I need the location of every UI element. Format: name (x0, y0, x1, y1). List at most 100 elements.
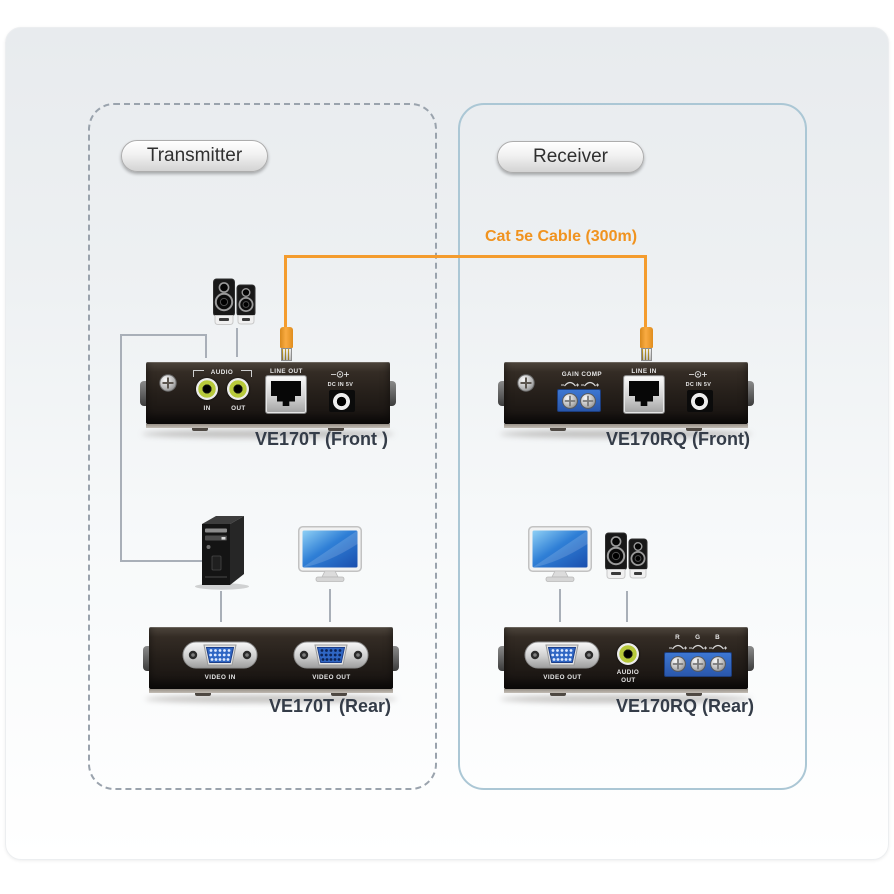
speaker-to-audio-out-line (626, 591, 628, 622)
dc-polarity-icon (689, 371, 707, 378)
device-base (504, 424, 748, 428)
device-foot (550, 428, 566, 431)
audio-bracket-left (193, 370, 204, 377)
device-base (504, 689, 748, 693)
device-shadow (500, 695, 752, 703)
video-out-label: VIDEO OUT (542, 673, 582, 681)
ve170t-front-faceplate: AUDIO IN OUT LINE OUT DC IN 5V (146, 362, 390, 424)
line-in-rj45-port (623, 375, 665, 414)
audio-group-label: AUDIO (210, 368, 234, 376)
rgb-b-label: B (715, 633, 721, 641)
audio-out-jack (227, 378, 249, 400)
ve170rq-front-device: GAIN COMP LINE IN (498, 355, 754, 438)
phillips-screw-icon (670, 656, 686, 672)
audio-out-label: OUT (230, 404, 246, 412)
dc-in-label: DC IN 5V (685, 381, 711, 388)
cat5e-cable-horizontal (284, 255, 647, 258)
device-base (149, 689, 393, 693)
vga-port (524, 641, 600, 669)
trimmer-arc-icon (669, 644, 687, 650)
pc-audio-line-bottom (120, 560, 202, 562)
trimmer-arc-icon (561, 381, 579, 387)
phillips-screw-icon (710, 656, 726, 672)
device-base (146, 424, 390, 428)
line-out-label: LINE OUT (269, 367, 303, 375)
ve170rq-rear-label: VE170RQ (Rear) (615, 696, 754, 716)
dc-power-jack (687, 390, 713, 412)
audio-out-label-line2: OUT (620, 676, 636, 684)
speakers-icon (605, 532, 648, 579)
device-foot (550, 693, 566, 696)
screw-icon (159, 374, 177, 392)
pc-to-video-in-line (220, 591, 222, 622)
ve170rq-rear-faceplate: VIDEO OUT AUDIO OUT R G B (504, 627, 748, 689)
ve170t-rear-label: VE170T (Rear) (268, 696, 391, 716)
vga-port (293, 641, 369, 669)
monitor-icon (298, 526, 362, 582)
mounting-ear (498, 646, 507, 671)
line-in-label: LINE IN (631, 367, 657, 375)
trimmer-arc-icon (689, 644, 707, 650)
phillips-screw-icon (562, 392, 578, 409)
mounting-ear (745, 646, 754, 671)
ve170rq-front-label: VE170RQ (Front) (605, 429, 750, 449)
ve170t-rear-device: VIDEO IN VIDEO OUT (143, 620, 399, 703)
pc-audio-line-to-jack (205, 334, 207, 358)
ve170rq-front-faceplate: GAIN COMP LINE IN (504, 362, 748, 424)
device-foot (686, 693, 702, 696)
device-foot (686, 428, 702, 431)
audio-out-jack (617, 643, 639, 665)
screw-icon (517, 374, 535, 392)
speakers-icon (213, 278, 256, 325)
transmitter-zone-box (88, 103, 437, 790)
device-shadow (500, 430, 752, 438)
audio-in-jack (196, 378, 218, 400)
computer-tower-icon (195, 516, 249, 590)
pc-audio-line-vertical (120, 334, 122, 562)
trimmer-arc-icon (709, 644, 727, 650)
audio-bracket-right (241, 370, 252, 377)
line-out-rj45-port (265, 375, 307, 414)
rj45-plug-icon (278, 327, 294, 361)
monitor-to-video-out-line (559, 589, 561, 622)
phillips-screw-icon (580, 392, 596, 409)
mounting-ear (140, 381, 149, 406)
gain-label: GAIN (561, 370, 579, 378)
vga-port (182, 641, 258, 669)
cable-label: Cat 5e Cable (300m) (484, 228, 638, 245)
speaker-to-audio-out-line (236, 328, 238, 357)
audio-in-label: IN (203, 404, 211, 412)
receiver-zone-box (458, 103, 807, 790)
comp-label: COMP (581, 370, 603, 378)
audio-out-label-line1: AUDIO (616, 668, 640, 676)
dc-polarity-icon (331, 371, 349, 378)
dc-in-label: DC IN 5V (327, 381, 353, 388)
mounting-ear (387, 381, 396, 406)
receiver-title: Receiver (533, 146, 608, 167)
device-foot (192, 428, 208, 431)
mounting-ear (745, 381, 754, 406)
cat5e-cable-left-drop (284, 255, 287, 328)
ve170t-front-device: AUDIO IN OUT LINE OUT DC IN 5V (140, 355, 396, 438)
rgb-r-label: R (675, 633, 681, 641)
phillips-screw-icon (690, 656, 706, 672)
device-foot (328, 428, 344, 431)
device-foot (331, 693, 347, 696)
dc-power-jack (329, 390, 355, 412)
cat5e-cable-right-drop (644, 255, 647, 328)
monitor-to-video-out-line (329, 589, 331, 622)
pc-audio-line-top (120, 334, 207, 336)
rj45-plug-icon (638, 327, 654, 361)
ve170rq-rear-device: VIDEO OUT AUDIO OUT R G B (498, 620, 754, 703)
transmitter-title: Transmitter (146, 145, 243, 166)
monitor-icon (528, 526, 592, 582)
device-shadow (142, 430, 394, 438)
receiver-title-pill: Receiver (497, 141, 644, 173)
ve170t-front-label: VE170T (Front ) (254, 429, 388, 449)
video-in-label: VIDEO IN (204, 673, 236, 681)
device-foot (195, 693, 211, 696)
mounting-ear (390, 646, 399, 671)
trimmer-arc-icon (581, 381, 599, 387)
rgb-g-label: G (695, 633, 701, 641)
device-shadow (145, 695, 397, 703)
